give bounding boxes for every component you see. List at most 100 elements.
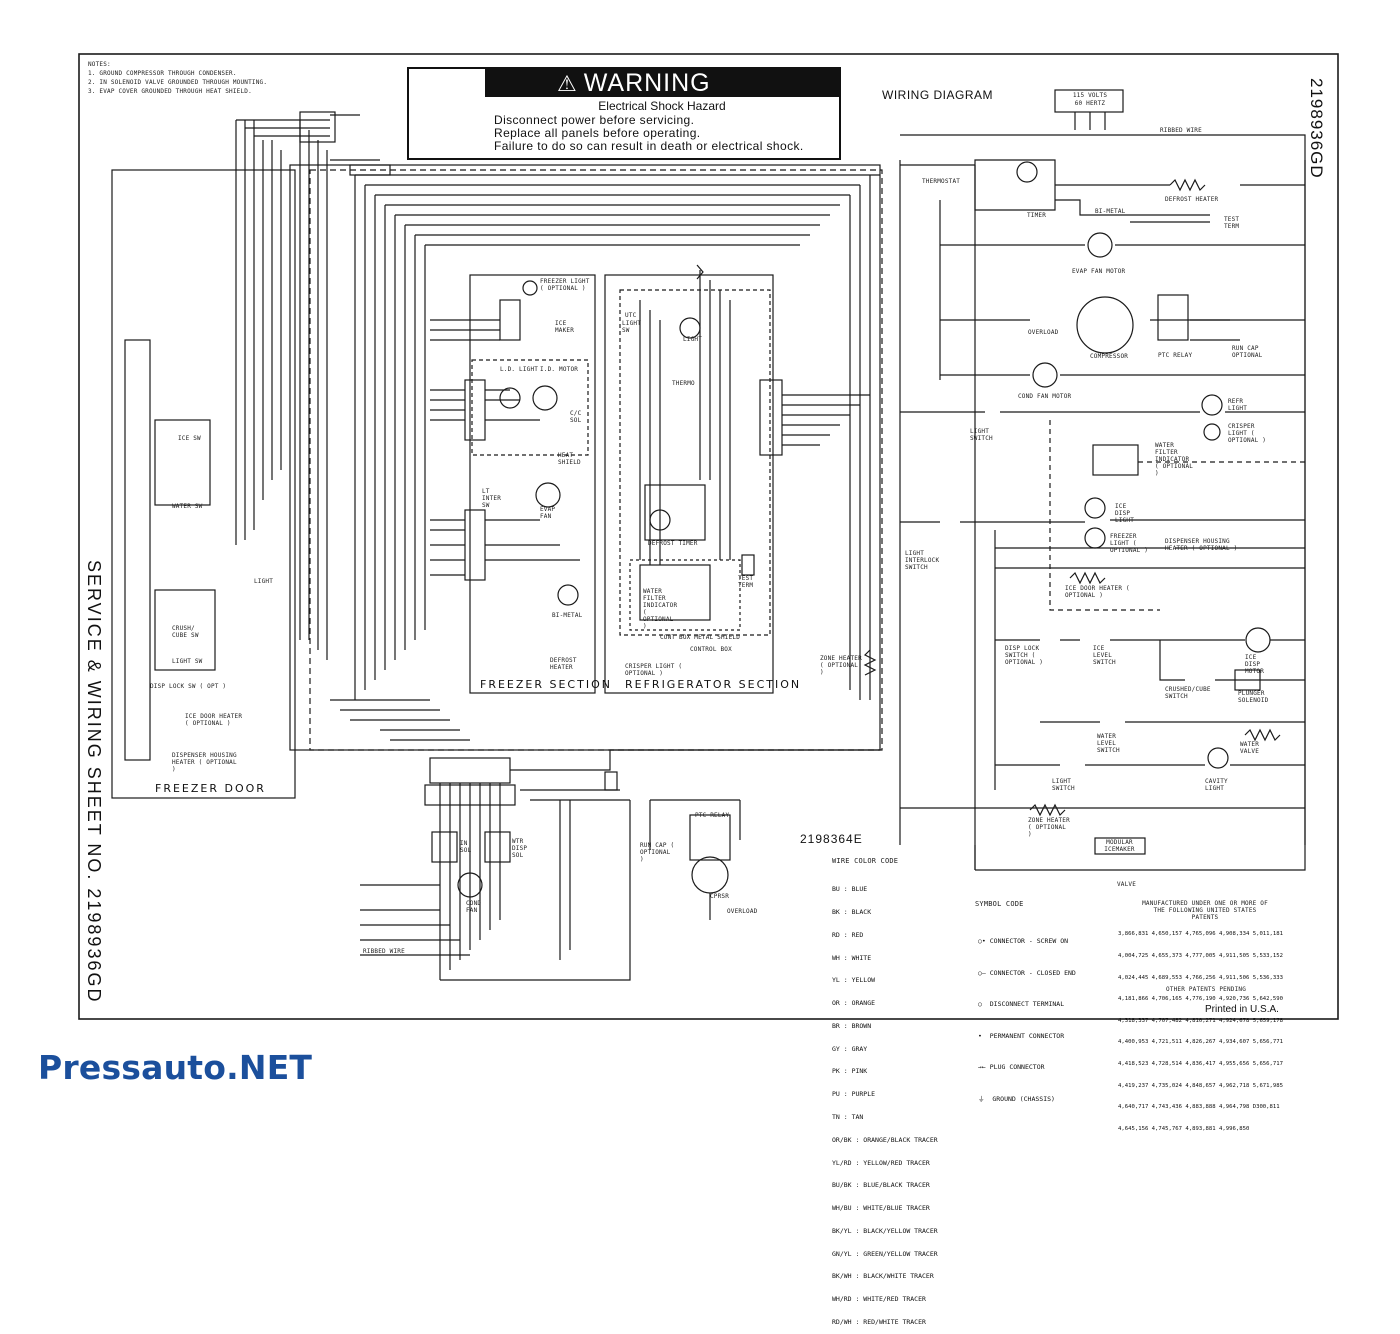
- light-switch-schem-label: LIGHT SWITCH: [970, 428, 993, 442]
- sheet-number-side: 2198936GD: [1307, 78, 1326, 179]
- freezer-light-schem-label: FREEZER LIGHT ( OPTIONAL ): [1110, 533, 1149, 554]
- warning-heading-bar: ⚠WARNING: [485, 69, 839, 97]
- cprsr-label: CPRSR: [710, 893, 730, 900]
- in-sol-label: IN SOL: [460, 840, 472, 854]
- ribbed-wire-label: RIBBED WIRE: [1160, 127, 1202, 134]
- utc-label: UTC: [625, 312, 637, 319]
- freezer-section-box: [469, 274, 596, 694]
- thermo-label: THERMO: [672, 380, 695, 387]
- ice-sw-label: ICE SW: [178, 435, 201, 442]
- zone-heater-schem-label: ZONE HEATER ( OPTIONAL ): [1028, 817, 1070, 838]
- warning-line-1: Disconnect power before servicing.: [494, 113, 695, 127]
- note-1: 1. GROUND COMPRESSOR THROUGH CONDENSER.: [88, 70, 237, 77]
- cont-box-label: CONT BOX METAL SHIELD: [660, 634, 741, 641]
- timer-label: TIMER: [1027, 212, 1047, 219]
- water-level-switch-label: WATER LEVEL SWITCH: [1097, 733, 1120, 754]
- note-3: 3. EVAP COVER GROUNDED THROUGH HEAT SHIE…: [88, 88, 252, 95]
- run-cap-schem-label: RUN CAP OPTIONAL: [1232, 345, 1263, 359]
- closed-end-connector-icon: ○—: [978, 968, 990, 977]
- freezer-light-label: FREEZER LIGHT ( OPTIONAL ): [540, 278, 590, 292]
- warning-line-3: Failure to do so can result in death or …: [494, 139, 804, 153]
- symbol-code-title: SYMBOL CODE: [975, 900, 1024, 908]
- screw-on-connector-icon: ○•: [978, 937, 990, 945]
- dispenser-heater-schem-label: DISPENSER HOUSING HEATER ( OPTIONAL ): [1165, 538, 1238, 552]
- evap-fan-motor-label: EVAP FAN MOTOR: [1072, 268, 1126, 275]
- cond-fan-motor-label: COND FAN MOTOR: [1018, 393, 1072, 400]
- overload-bottom-label: OVERLOAD: [727, 908, 758, 915]
- ice-door-heater-label: ICE DOOR HEATER ( OPTIONAL ): [185, 713, 243, 727]
- compressor-label: COMPRESSOR: [1090, 353, 1129, 360]
- water-filter-schem-label: WATER FILTER INDICATOR ( OPTIONAL ): [1155, 442, 1194, 477]
- vertical-service-title: SERVICE & WIRING SHEET NO. 2198936GD: [84, 560, 104, 1004]
- warning-subheading: Electrical Shock Hazard: [598, 99, 726, 113]
- heat-shield-label: HEAT SHIELD: [558, 452, 581, 466]
- patents-footer: OTHER PATENTS PENDING: [1166, 986, 1247, 993]
- test-term-schem-label: TEST TERM: [1224, 216, 1240, 230]
- zone-heater-label: ZONE HEATER ( OPTIONAL ): [820, 655, 862, 676]
- printed-in-usa: Printed in U.S.A.: [1205, 1004, 1279, 1015]
- refr-light-sw-label: LIGHT SW: [622, 320, 642, 334]
- refrigerator-section-box: [604, 274, 774, 694]
- wiring-diagram-title: WIRING DIAGRAM: [882, 88, 993, 102]
- refr-light-schem-label: REFR LIGHT: [1228, 398, 1248, 412]
- part-number: 2198364E: [800, 832, 863, 846]
- wire-color-code-list: BU : BLUE BK : BLACK RD : RED WH : WHITE…: [832, 885, 938, 1327]
- disp-lock-switch-label: DISP LOCK SWITCH ( OPTIONAL ): [1005, 645, 1044, 666]
- light-interlock-label: LIGHT INTERLOCK SWITCH: [905, 550, 940, 571]
- ice-level-switch-label: ICE LEVEL SWITCH: [1093, 645, 1116, 666]
- lt-inter-sw-label: LT INTER SW: [482, 488, 502, 509]
- ice-disp-light-label: ICE DISP LIGHT: [1115, 503, 1135, 524]
- bi-metal-label: BI-METAL: [552, 612, 583, 619]
- valve-label: VALVE: [1117, 881, 1137, 888]
- disp-lock-sw-label: DISP LOCK SW ( OPT ): [150, 683, 227, 690]
- defrost-heater-label: DEFROST HEATER: [550, 657, 577, 671]
- test-term-label: TEST TERM: [738, 575, 754, 589]
- ptc-relay-schem-label: PTC RELAY: [1158, 352, 1193, 359]
- crisper-light-label: CRISPER LIGHT ( OPTIONAL ): [625, 663, 683, 677]
- overload-schem-label: OVERLOAD: [1028, 329, 1059, 336]
- sheet-border: [78, 53, 1339, 1020]
- defrost-timer-label: DEFROST TIMER: [648, 540, 698, 547]
- symbol-code-list: ○• CONNECTOR - SCREW ON ○— CONNECTOR - C…: [978, 937, 1076, 1103]
- ground-chassis-icon: ⏚: [978, 1094, 993, 1103]
- disconnect-terminal-icon: ○: [978, 1000, 990, 1008]
- freezer-door-label: FREEZER DOOR: [155, 782, 266, 795]
- plunger-solenoid-label: PLUNGER SOLENOID: [1238, 690, 1269, 704]
- dispenser-heater-label: DISPENSER HOUSING HEATER ( OPTIONAL ): [172, 752, 237, 773]
- crushed-cube-switch-label: CRUSHED/CUBE SWITCH: [1165, 686, 1211, 700]
- notes: NOTES: 1. GROUND COMPRESSOR THROUGH COND…: [88, 60, 267, 96]
- patents-list: 3,866,831 4,650,157 4,765,096 4,908,334 …: [1118, 931, 1284, 1132]
- control-box-label: CONTROL BOX: [690, 646, 732, 653]
- door-light-label: LIGHT: [254, 578, 274, 585]
- crush-cube-sw-label: CRUSH/ CUBE SW: [172, 625, 199, 639]
- warning-triangle-icon: ⚠: [557, 71, 578, 96]
- ld-motor-label: I.D. MOTOR: [540, 366, 579, 373]
- freezer-section-label: FREEZER SECTION: [480, 678, 612, 691]
- power-supply-label: 115 VOLTS 60 HERTZ: [1072, 92, 1108, 107]
- wtr-disp-sol-label: WTR DISP SOL: [512, 838, 528, 859]
- ld-light-label: L.D. LIGHT: [500, 366, 539, 373]
- brand-logo-text[interactable]: Pressauto.NET: [38, 1048, 313, 1087]
- patents-title: MANUFACTURED UNDER ONE OR MORE OF THE FO…: [1142, 900, 1268, 921]
- run-cap-bottom-label: RUN CAP ( OPTIONAL ): [640, 842, 675, 863]
- evap-fan-label: EVAP FAN: [540, 506, 556, 520]
- ptc-relay-bottom-label: PTC RELAY: [695, 812, 730, 819]
- water-sw-label: WATER SW: [172, 503, 203, 510]
- bi-metal-schem-label: BI-METAL: [1095, 208, 1126, 215]
- water-valve-label: WATER VALVE: [1240, 741, 1260, 755]
- ice-disp-motor-label: ICE DISP MOTOR: [1245, 654, 1265, 675]
- refrigerator-section-label: REFRIGERATOR SECTION: [625, 678, 802, 691]
- defrost-heater-schem-label: DEFROST HEATER: [1165, 196, 1219, 203]
- plug-connector-icon: →←: [978, 1063, 990, 1071]
- ice-door-heater-schem-label: ICE DOOR HEATER ( OPTIONAL ): [1065, 585, 1130, 599]
- freezer-door-box: [111, 169, 296, 799]
- note-2: 2. IN SOLENOID VALVE GROUNDED THROUGH MO…: [88, 79, 268, 86]
- permanent-connector-icon: •: [978, 1031, 990, 1040]
- warning-line-2: Replace all panels before operating.: [494, 126, 701, 140]
- cc-sol-label: C/C SOL: [570, 410, 582, 424]
- cond-fan-label: COND FAN: [466, 900, 482, 914]
- warning-heading: WARNING: [583, 69, 711, 97]
- ice-maker-label: ICE MAKER: [555, 320, 575, 334]
- water-filter-label: WATER FILTER INDICATOR ( OPTIONAL ): [643, 588, 678, 630]
- warning-box: ⚠WARNING Electrical Shock Hazard Disconn…: [407, 67, 841, 160]
